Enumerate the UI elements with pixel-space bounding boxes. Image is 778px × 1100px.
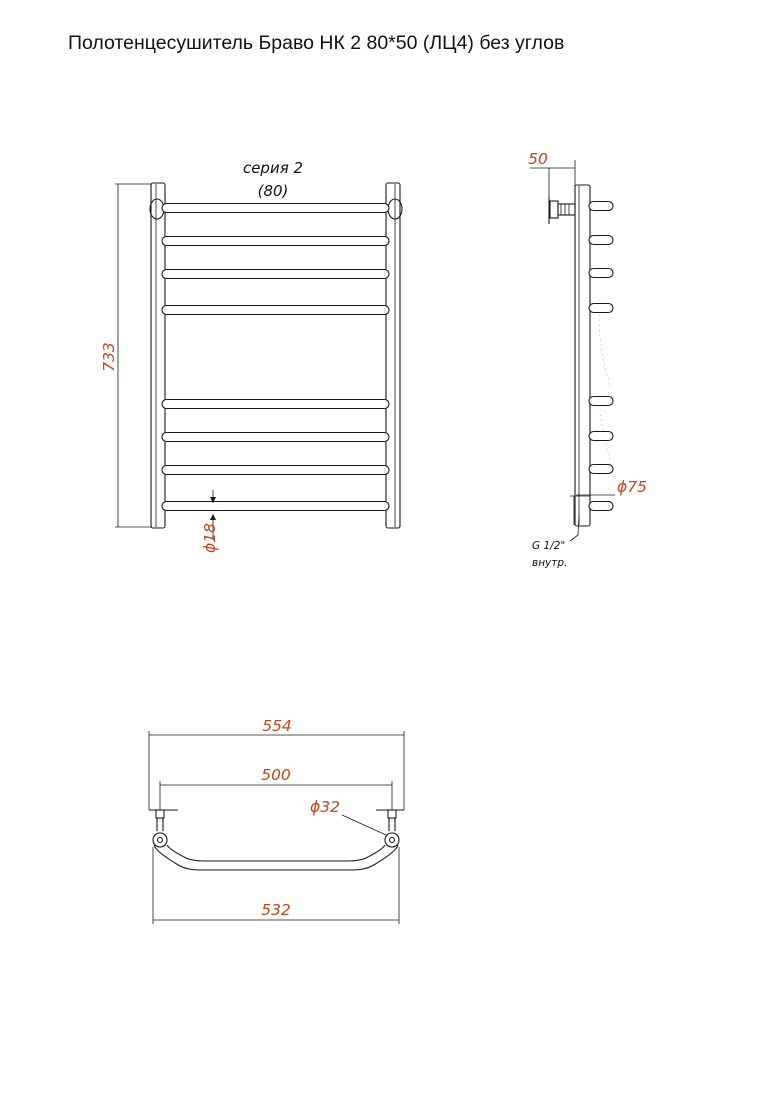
top-rung-outer	[153, 844, 399, 871]
rung-4	[161, 304, 390, 316]
rungs	[161, 202, 390, 512]
front-view: 733 серия 2 (80) ϕ18	[100, 159, 403, 553]
top-view: 554 500	[148, 717, 405, 924]
thread-note: G 1/2" внутр.	[532, 514, 580, 569]
tube-diameter-callout: ϕ18	[201, 490, 219, 553]
side-rung-stub-2	[588, 234, 614, 246]
rung-7	[161, 464, 390, 476]
right-connector	[384, 809, 400, 848]
page-title: Полотенцесушитель Браво НК 2 80*50 (ЛЦ4)…	[68, 32, 565, 54]
depth-label: 50	[528, 150, 548, 168]
side-rung-stub-7	[588, 463, 614, 475]
bottom-width-label: 532	[261, 901, 291, 919]
side-rung-stub-6	[588, 430, 614, 442]
left-collector	[150, 182, 166, 529]
height-dimension: 733	[100, 183, 152, 528]
overall-width-dimension: 554	[148, 717, 405, 810]
side-rung-stub-5	[588, 395, 614, 407]
depth-dimension: 50	[528, 150, 576, 198]
side-view: 50 ϕ75 G 1/2" внутр.	[528, 150, 647, 569]
side-rung-stub-4	[588, 302, 614, 314]
rung-3	[161, 268, 390, 280]
rung-8	[161, 500, 390, 512]
outlet-label: ϕ75	[617, 478, 647, 496]
overall-width-label: 554	[262, 717, 292, 735]
center-distance-dimension: 500	[159, 766, 393, 810]
left-connector	[152, 809, 168, 848]
series-label: серия 2	[243, 159, 303, 177]
side-rung-stub-1	[588, 200, 614, 212]
side-collector	[574, 184, 591, 527]
tube-diameter-label: ϕ18	[201, 523, 219, 553]
thread-note-label: внутр.	[532, 557, 567, 569]
rung-6	[161, 431, 390, 443]
pipe-diameter-callout: ϕ32	[310, 798, 387, 836]
bottom-width-dimension: 532	[152, 847, 400, 924]
center-distance-label: 500	[261, 766, 291, 784]
side-rung-stubs	[588, 200, 614, 512]
side-wall-bracket	[548, 197, 576, 224]
pipe-diameter-label: ϕ32	[310, 798, 340, 816]
rung-2	[161, 235, 390, 247]
rung-5	[161, 398, 390, 410]
right-collector	[385, 182, 401, 529]
series-size-label: (80)	[258, 182, 289, 200]
rung-1	[161, 202, 390, 214]
thread-label: G 1/2"	[532, 540, 565, 552]
top-rung-inner	[166, 844, 386, 862]
side-rung-stub-3	[588, 267, 614, 279]
height-label: 733	[100, 342, 118, 372]
outlet-dimension: ϕ75	[576, 478, 647, 496]
side-rung-stub-8	[588, 500, 614, 512]
